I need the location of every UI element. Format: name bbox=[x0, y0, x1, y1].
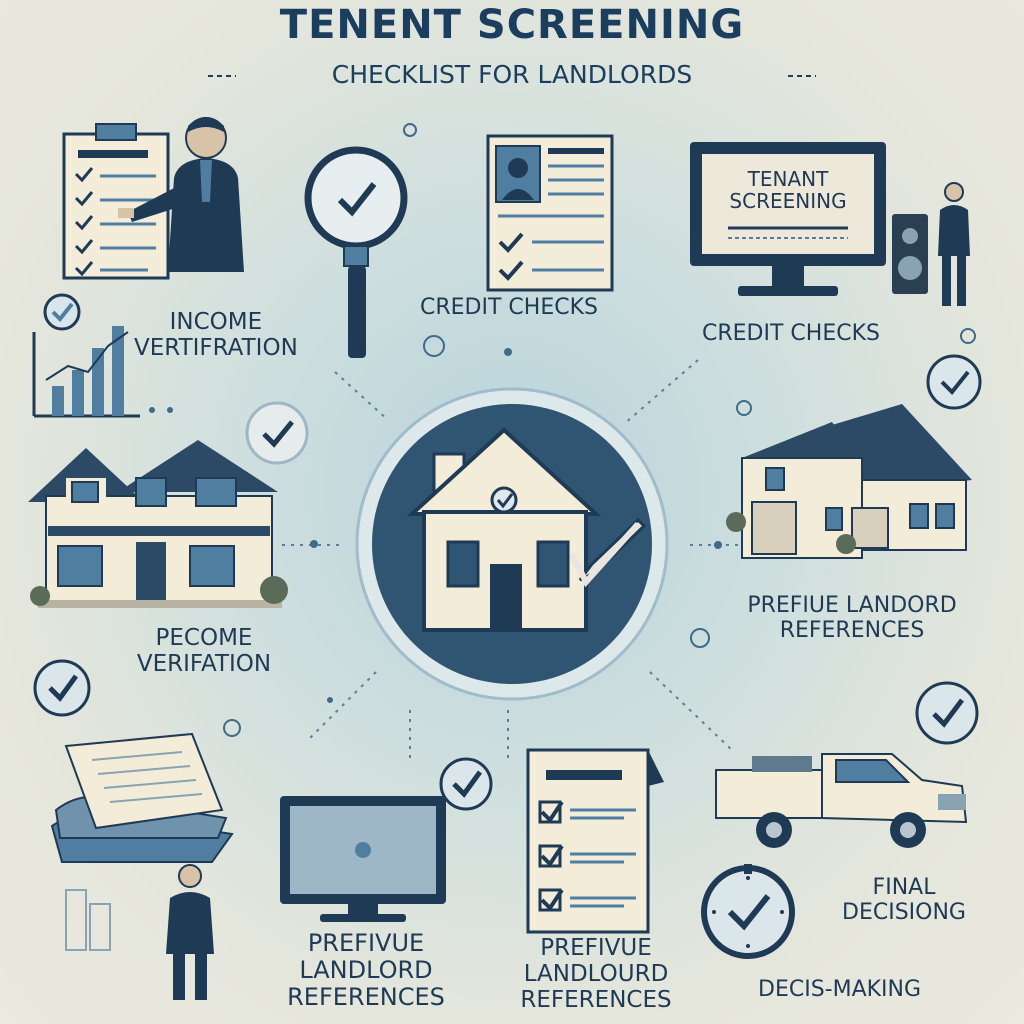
credit-checks-label-right: CREDIT CHECKS bbox=[702, 321, 880, 346]
garage-house-icon bbox=[726, 404, 972, 559]
income-verification-label-top: INCOME VERTIFRATION bbox=[134, 309, 298, 362]
center-house-emblem bbox=[355, 387, 669, 701]
final-line1: FINAL bbox=[872, 875, 936, 900]
prefiue-landord-label: PREFIUE LANDORD REFERENCES bbox=[722, 593, 982, 643]
bottom-mid-line2: LANDLOURD bbox=[523, 960, 669, 987]
bottom-left-line1: PREFIVUE bbox=[307, 929, 425, 957]
subtitle-dashes bbox=[208, 75, 816, 77]
pecome-line1: PECOME bbox=[155, 625, 253, 651]
prefiue-line1: PREFIUE LANDORD bbox=[747, 593, 957, 618]
page-subtitle: CHECKLIST FOR LANDLORDS bbox=[331, 60, 693, 89]
pecome-verifation-label: PECOME VERIFATION bbox=[104, 625, 304, 678]
monitor-card-text: TENANT SCREENING bbox=[702, 168, 874, 213]
magnifying-glass-icon bbox=[304, 146, 408, 358]
two-story-house-icon bbox=[28, 440, 288, 608]
building-icon bbox=[65, 889, 111, 951]
businessman-figure bbox=[166, 864, 214, 1000]
check-circle-icon bbox=[43, 293, 81, 331]
monitor-line1: TENANT bbox=[747, 167, 829, 191]
final-decision-label: FINAL DECISIONG bbox=[832, 875, 976, 925]
bottom-left-line3: REFERENCES bbox=[287, 982, 445, 1011]
page-title: TENENT SCREENING bbox=[279, 2, 745, 48]
bottom-mid-line3: REFERENCES bbox=[520, 986, 672, 1013]
bottom-mid-line1: PREFIVUE bbox=[540, 935, 652, 961]
pickup-truck-icon bbox=[715, 753, 968, 848]
final-line2: DECISIONG bbox=[842, 899, 966, 925]
small-person-figure bbox=[938, 182, 970, 306]
clock-icon bbox=[701, 864, 795, 959]
monitor-icon bbox=[690, 142, 886, 296]
monitor-line2: SCREENING bbox=[729, 189, 847, 214]
businessman-figure bbox=[118, 117, 244, 272]
prefiue-line2: REFERENCES bbox=[779, 617, 925, 643]
check-circle-icon bbox=[33, 659, 91, 717]
decis-making-label: DECIS-MAKING bbox=[758, 977, 922, 1002]
credit-report-document-icon bbox=[486, 134, 614, 292]
income-top-line1: INCOME bbox=[169, 309, 263, 335]
credit-checks-label-center: CREDIT CHECKS bbox=[420, 295, 598, 320]
prefivue-landlord-label-left: PREFIVUE LANDLORD REFERENCES bbox=[266, 930, 466, 1011]
check-circle-icon bbox=[926, 354, 982, 410]
checklist-document-icon bbox=[526, 748, 664, 934]
income-top-line2: VERTIFRATION bbox=[134, 334, 298, 361]
bottom-left-line2: LANDLORD bbox=[299, 955, 433, 984]
pecome-line2: VERIFATION bbox=[136, 650, 272, 677]
check-circle-icon bbox=[245, 401, 309, 465]
check-circle-icon bbox=[439, 757, 493, 811]
paper-stack-icon bbox=[50, 732, 234, 863]
speaker-icon bbox=[892, 214, 928, 294]
blank-monitor-icon bbox=[280, 796, 446, 922]
prefivue-landlourd-label-mid: PREFIVUE LANDLOURD REFERENCES bbox=[496, 935, 696, 1013]
bar-chart-icon bbox=[32, 326, 140, 418]
check-circle-icon bbox=[915, 681, 979, 745]
